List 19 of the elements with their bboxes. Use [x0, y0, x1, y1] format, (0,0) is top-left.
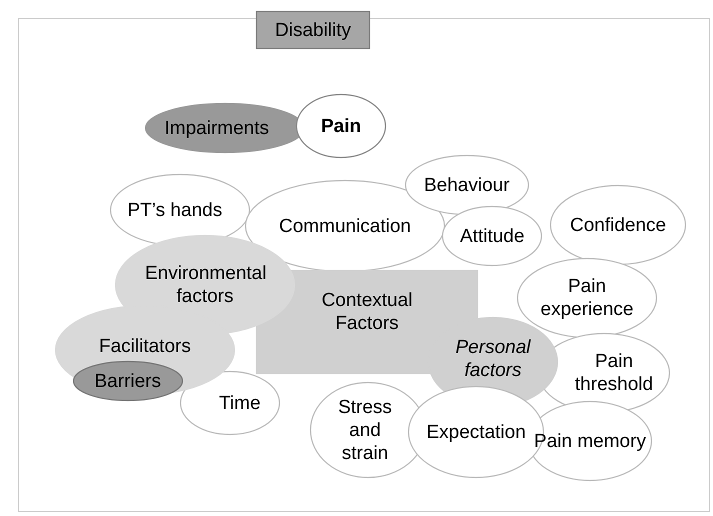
node-label: Attitude [460, 224, 524, 248]
node-label: Environmental factors [145, 262, 265, 308]
node-label: Pain [321, 114, 362, 138]
node-label: Personal factors [454, 336, 532, 382]
node-label: Disability [275, 18, 352, 42]
node-label: Confidence [570, 214, 666, 236]
node-label: Pain memory [533, 430, 647, 452]
node-label: Facilitators [99, 334, 191, 358]
node-label: Contextual Factors [320, 289, 414, 335]
node-label: Pain threshold [574, 350, 654, 396]
node-label: Time [219, 392, 261, 414]
node-label: Behaviour [424, 174, 510, 196]
node-label: Stress and strain [337, 396, 393, 464]
node-label: PT’s hands [128, 198, 222, 222]
node-label: Expectation [426, 420, 526, 444]
node-label: Pain experience [540, 275, 634, 321]
node-label: Communication [279, 214, 411, 238]
node-label: Impairments [164, 116, 270, 140]
node-label: Barriers [94, 370, 162, 392]
